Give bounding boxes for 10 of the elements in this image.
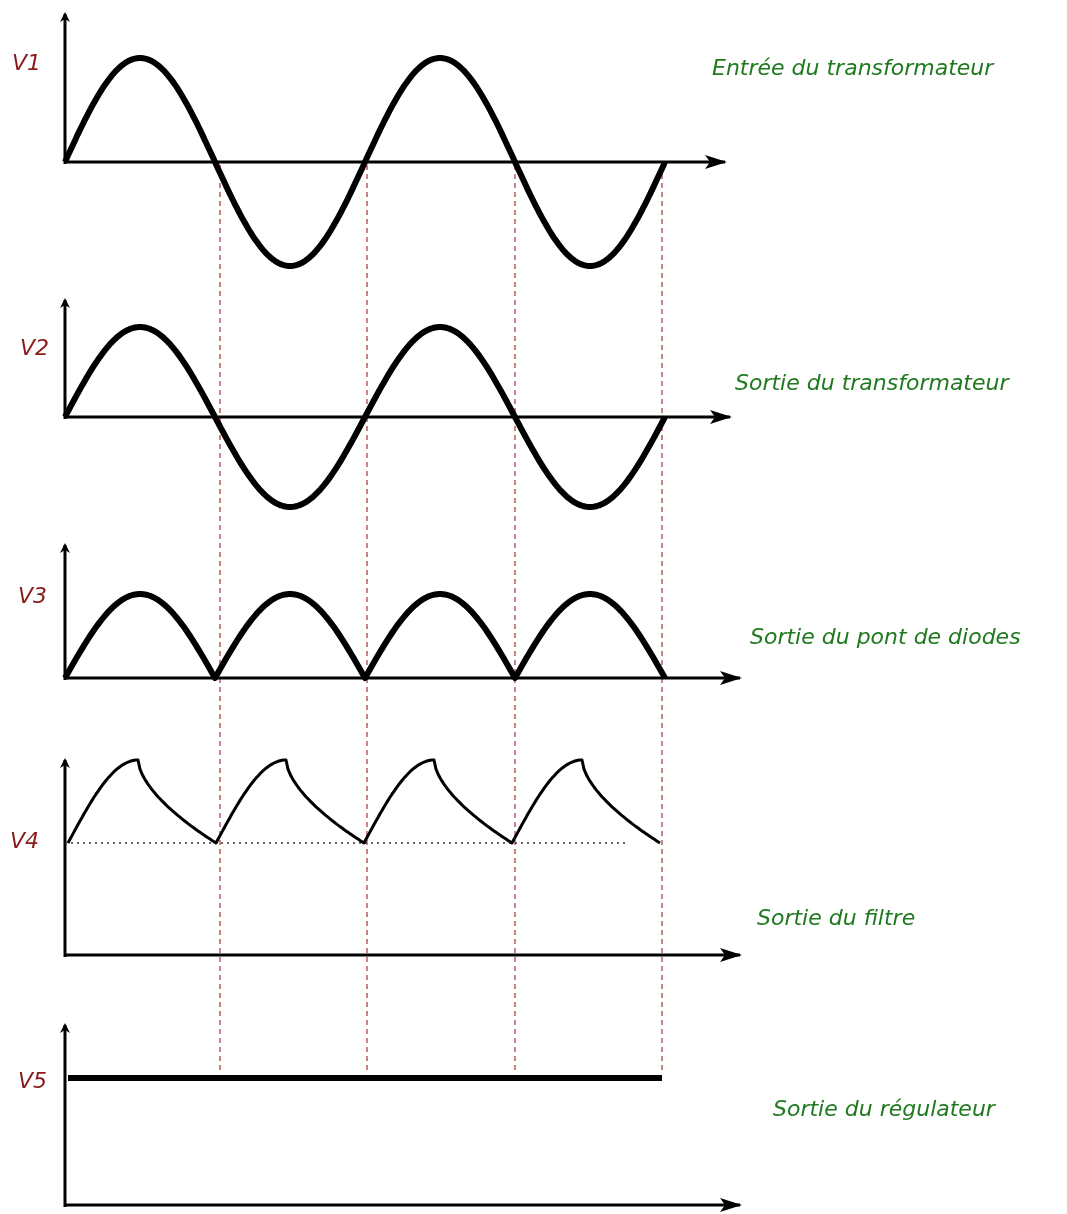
- stage-caption: Sortie du pont de diodes: [750, 624, 1021, 649]
- axis-label: V1: [12, 50, 42, 75]
- axis-label: V3: [18, 583, 48, 608]
- stage-caption: Sortie du filtre: [757, 905, 916, 930]
- stage-caption: Sortie du régulateur: [773, 1096, 995, 1121]
- axis-label: V2: [20, 335, 50, 360]
- stage-caption: Entrée du transformateur: [712, 55, 994, 80]
- axis-label: V4: [10, 828, 40, 853]
- stage-caption: Sortie du transformateur: [735, 370, 1009, 395]
- axis-label: V5: [18, 1068, 48, 1093]
